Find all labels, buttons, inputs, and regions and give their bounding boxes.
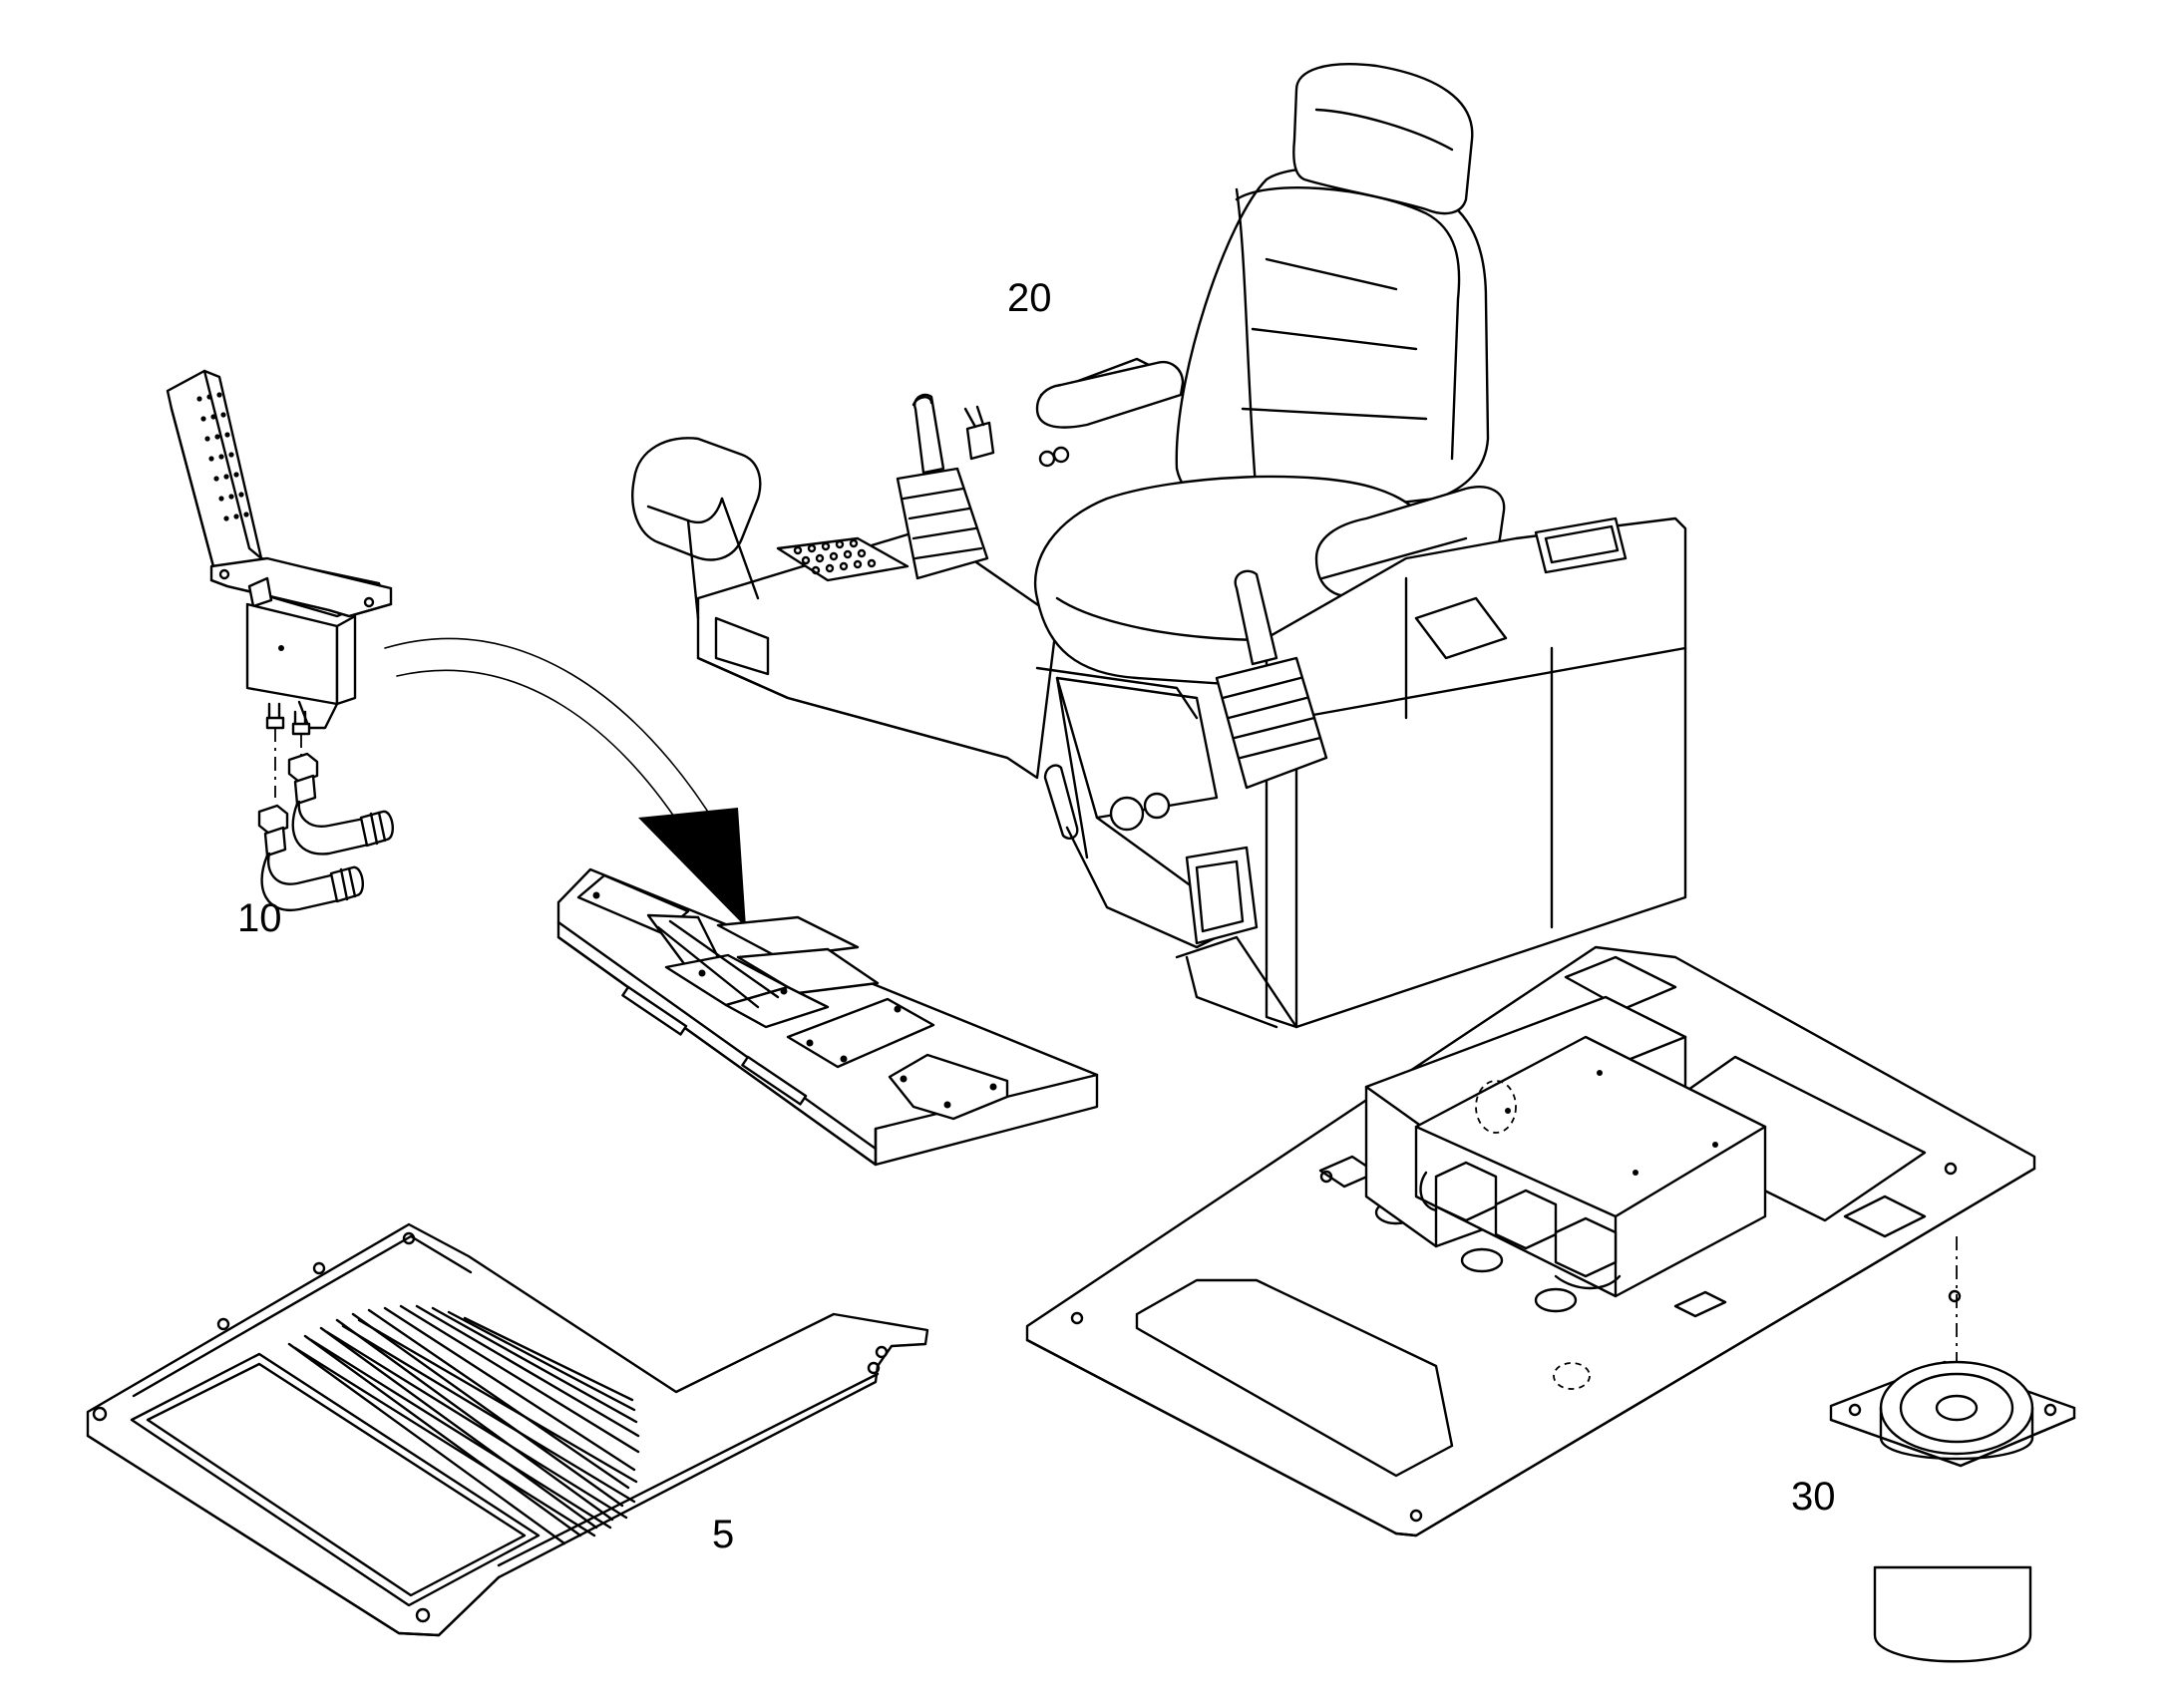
cab-floor-plate: [1025, 945, 2036, 1537]
callout-part-5: 5: [712, 1513, 734, 1556]
floor-pedal-console: [556, 867, 1099, 1167]
rubber-mount: [1829, 1236, 2076, 1663]
pedal-valve-assembly: [166, 369, 394, 912]
callout-part-30: 30: [1791, 1475, 1836, 1519]
callout-part-20: 20: [1007, 276, 1052, 320]
perforation-holes: [793, 538, 877, 575]
operator-seat-assembly: [631, 63, 1687, 1029]
callouts: 20 10 5 30: [237, 276, 1836, 1556]
callout-part-10: 10: [237, 896, 282, 940]
location-arrow: [384, 637, 746, 927]
ribbed-area: [287, 1304, 640, 1545]
floor-mat: [86, 1222, 929, 1637]
